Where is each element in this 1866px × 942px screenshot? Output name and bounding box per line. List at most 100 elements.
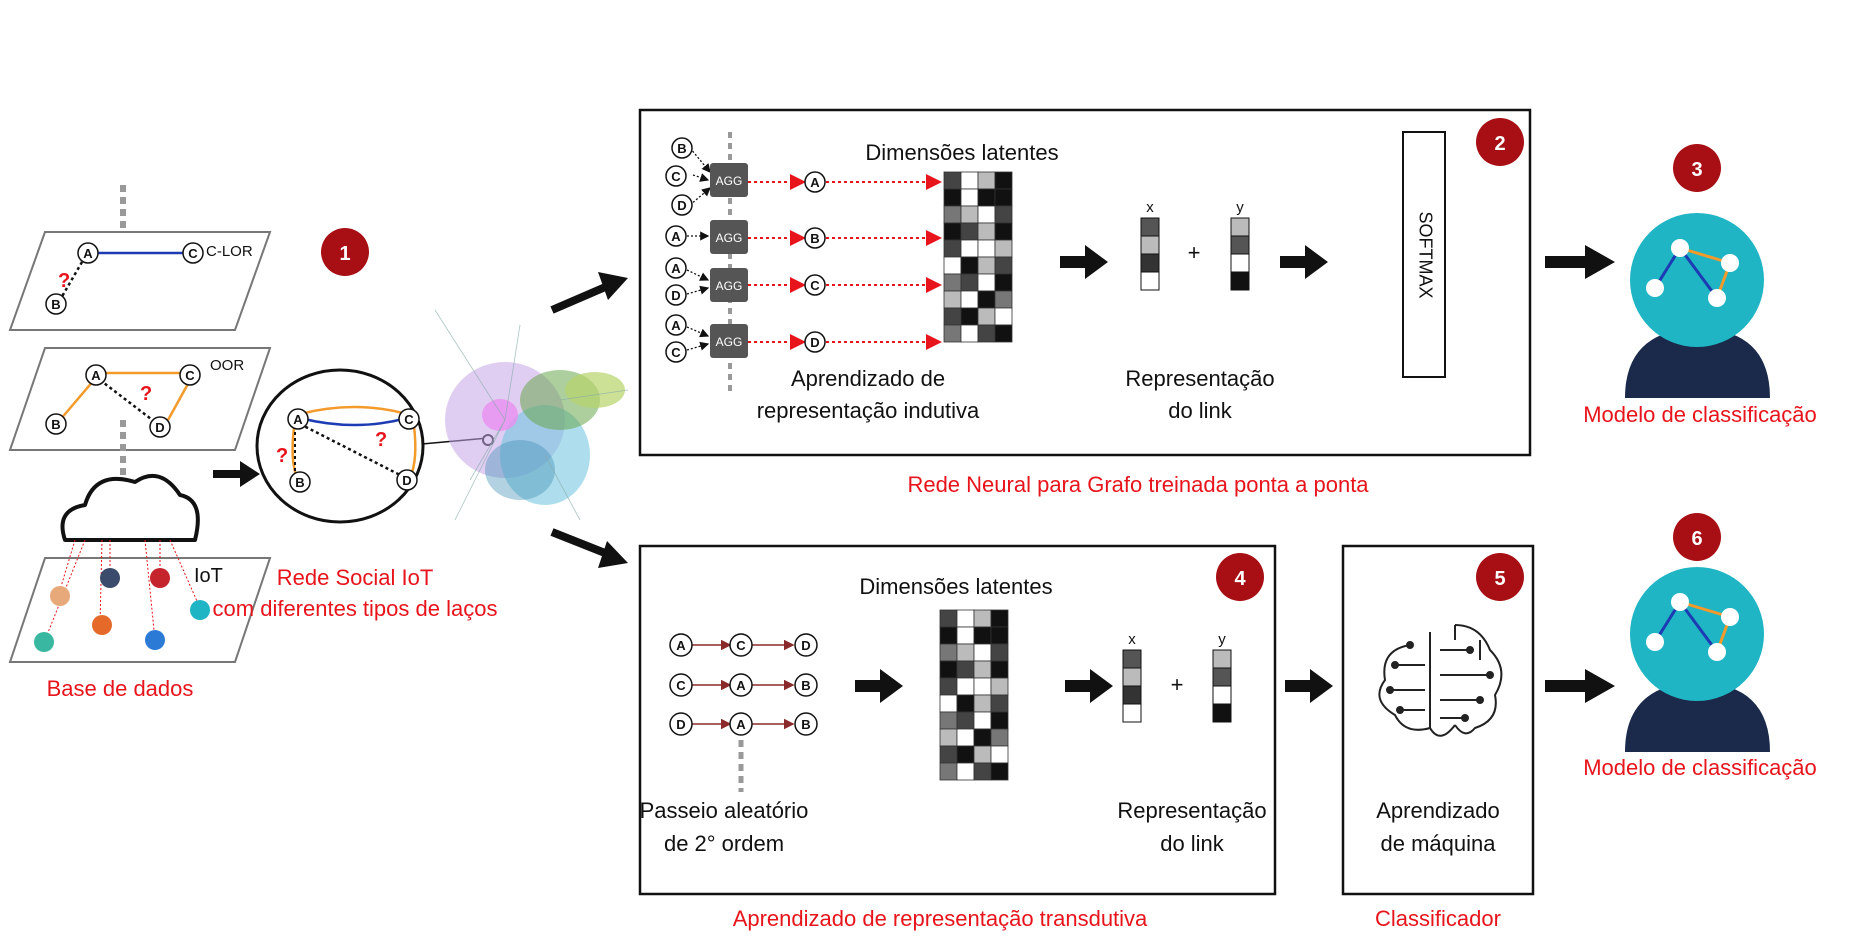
softmax-label: SOFTMAX [1415,211,1435,298]
badge-6: 6 [1673,513,1721,561]
svg-text:AGG: AGG [716,231,743,245]
trans-link-repr-1: Representação [1117,798,1266,823]
svg-text:C: C [736,638,746,653]
svg-text:A: A [736,678,746,693]
oor-question: ? [140,383,152,405]
matrix-cell [990,626,1009,645]
trans-plus: + [1171,672,1184,697]
matrix-cell [973,745,992,764]
matrix-cell [939,643,958,662]
matrix-cell [960,222,979,241]
svg-text:AGG: AGG [716,335,743,349]
oor-label: OOR [210,357,244,374]
svg-text:6: 6 [1691,528,1702,550]
matrix-cell [977,222,996,241]
matrix-cell [939,626,958,645]
oor-node-c: C [179,364,201,386]
social-label-1: Rede Social IoT [277,565,434,590]
svg-text:B: B [810,231,819,246]
data-layers: C-LOR ? A C B OOR ? A C B D IoT [8,185,272,701]
matrix-cell [960,307,979,326]
matrix-cell [939,677,958,696]
model-label-top: Modelo de classificação [1583,402,1817,427]
gnn-plus: + [1188,240,1201,265]
matrix-cell [990,677,1009,696]
svg-text:4: 4 [1234,568,1246,590]
camera-icon [150,568,170,588]
svg-text:C: C [676,678,686,693]
gnn-row-4: A C AGG D [665,314,942,363]
svg-text:A: A [676,638,686,653]
matrix-cell [956,762,975,781]
clor-question: ? [58,270,70,292]
svg-text:AGG: AGG [716,279,743,293]
clor-node-a: A [77,242,99,264]
badge-4: 4 [1216,553,1264,601]
svg-text:A: A [671,229,681,244]
matrix-cell [960,188,979,207]
gnn-link-repr-2: do link [1168,398,1233,423]
svg-text:C: C [404,412,414,427]
matrix-cell [990,643,1009,662]
walk-label-2: de 2° ordem [664,831,784,856]
matrix-cell [960,324,979,343]
ml-label-2: de máquina [1381,831,1497,856]
matrix-cell [977,188,996,207]
gnn-inductive-1: Aprendizado de [791,366,945,391]
matrix-cell [994,307,1013,326]
matrix-cell [960,205,979,224]
svg-text:A: A [736,717,746,732]
model-label-bottom: Modelo de classificação [1583,755,1817,780]
graph-node-c: C [398,408,420,430]
badge-1: 1 [321,228,369,276]
svg-text:AGG: AGG [716,174,743,188]
trans-latent-title: Dimensões latentes [859,574,1052,599]
matrix-cell [977,273,996,292]
matrix-cell [977,205,996,224]
matrix-cell [943,205,962,224]
matrix-cell [994,290,1013,309]
matrix-cell [977,290,996,309]
matrix-cell [939,728,958,747]
ml-label-1: Aprendizado [1376,798,1500,823]
matrix-cell [956,711,975,730]
random-walks: A C D C A B D A B [669,633,818,792]
gnn-vector-y [1230,217,1250,291]
badge-3: 3 [1673,144,1721,192]
svg-text:B: B [801,678,810,693]
arrow-right-icon [1285,669,1333,703]
svg-text:B: B [801,717,810,732]
matrix-cell [977,324,996,343]
agg-block-3 [710,268,748,302]
trans-x-label: x [1128,631,1136,648]
iot-label: IoT [194,565,223,587]
svg-text:B: B [51,297,60,312]
matrix-cell [956,677,975,696]
svg-text:A: A [671,318,681,333]
crystal-ball-model-icon [1625,213,1770,398]
matrix-cell [960,171,979,190]
matrix-cell [956,745,975,764]
network-hairball-image [434,309,629,521]
gnn-box [638,108,1532,457]
svg-text:2: 2 [1494,133,1505,155]
svg-text:C: C [671,169,681,184]
trans-link-repr-2: do link [1160,831,1225,856]
matrix-cell [960,273,979,292]
matrix-cell [939,660,958,679]
trans-y-label: y [1218,631,1226,648]
graph-node-b: B [289,471,311,493]
matrix-cell [973,660,992,679]
matrix-cell [960,239,979,258]
trans-vector-x [1122,649,1142,723]
globe-icon [100,568,120,588]
svg-text:D: D [402,473,411,488]
matrix-cell [994,256,1013,275]
matrix-cell [973,609,992,628]
matrix-cell [939,609,958,628]
gnn-link-repr-1: Representação [1125,366,1274,391]
laptop-icon [50,586,70,606]
oor-node-b: B [45,413,67,435]
arrow-down-right-icon [550,528,628,568]
